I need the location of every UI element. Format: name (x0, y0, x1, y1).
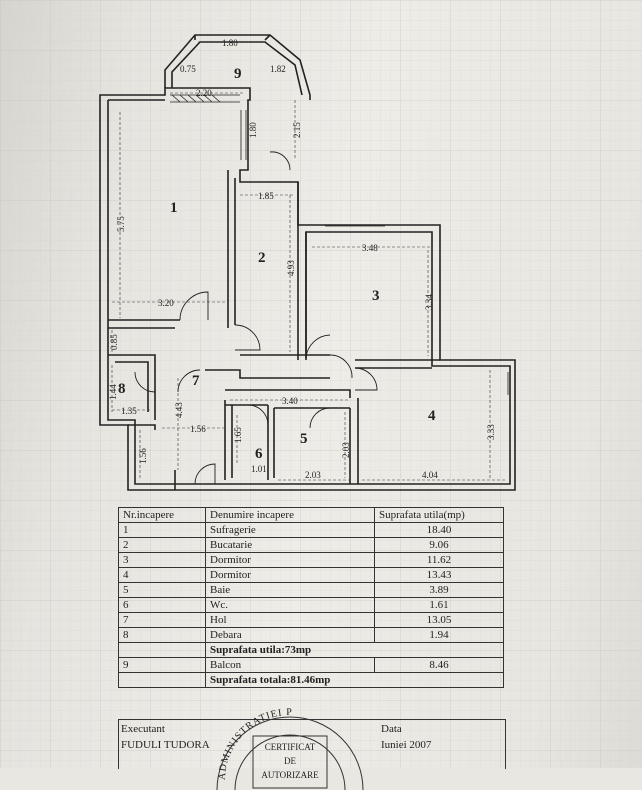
dim-label: 0.85 (109, 334, 119, 350)
dim-label: 1.56 (138, 448, 148, 464)
room-label-9: 9 (234, 66, 242, 82)
dim-label: 3.40 (282, 396, 298, 406)
cell-nr: 5 (118, 582, 206, 598)
cell-name: Hol (205, 612, 375, 628)
dim-label: 1.80 (222, 38, 238, 48)
dim-label: 1.85 (258, 191, 274, 201)
cell-area: 8.46 (374, 657, 504, 673)
header-area: Suprafata utila(mp) (374, 507, 504, 523)
cell-area: 13.43 (374, 567, 504, 583)
room-label-1: 1 (170, 200, 178, 216)
date-label: Data (381, 723, 402, 735)
table-header-row: Nr.incapere Denumire incapere Suprafata … (118, 507, 504, 523)
room-label-7: 7 (192, 373, 200, 389)
dim-label: 4.93 (286, 260, 296, 276)
grand-total-row: Suprafata totala:81.46mp (118, 672, 504, 688)
dim-label: 1.44 (108, 384, 118, 400)
table-row: 4 Dormitor 13.43 (118, 567, 504, 583)
dim-label: 4.43 (174, 402, 184, 418)
signature-block: Executant FUDULI TUDORA Data Iuniei 2007 (118, 719, 506, 769)
cell-nr: 2 (118, 537, 206, 553)
cell-name: Balcon (205, 657, 375, 673)
cell-name: Sufragerie (205, 522, 375, 538)
dim-label: 2.15 (292, 122, 302, 138)
table-row: 1 Sufragerie 18.40 (118, 522, 504, 538)
room-label-2: 2 (258, 250, 266, 266)
cell-area: 1.61 (374, 597, 504, 613)
useful-total: Suprafata utila:73mp (205, 642, 504, 658)
cell-name: Dormitor (205, 552, 375, 568)
dim-label: 1.82 (270, 64, 286, 74)
cell-nr: 3 (118, 552, 206, 568)
cell-area: 18.40 (374, 522, 504, 538)
cell-name: Bucatarie (205, 537, 375, 553)
table-row: 8 Debara 1.94 (118, 627, 504, 643)
dim-label: 2.03 (341, 442, 351, 458)
cell-nr: 8 (118, 627, 206, 643)
floor-plan: 1 2 3 4 5 6 7 8 9 1.80 0.75 1.82 2.20 1.… (99, 34, 516, 491)
authorization-stamp: ADMINISTRATIEI P CERTIFICAT DE AUTORIZAR… (216, 707, 364, 790)
cell-area: 9.06 (374, 537, 504, 553)
cell-area: 11.62 (374, 552, 504, 568)
outer-wall (99, 87, 516, 491)
cell-nr: 6 (118, 597, 206, 613)
dim-label: 2.20 (196, 88, 212, 98)
stamp-line-2: DE (284, 756, 296, 766)
cell-name: Debara (205, 627, 375, 643)
room-label-6: 6 (255, 446, 263, 462)
executant-label: Executant (121, 723, 165, 735)
cell-name: Baie (205, 582, 375, 598)
header-nr: Nr.incapere (118, 507, 206, 523)
dim-label: 1.56 (190, 424, 206, 434)
dim-label: 1.01 (251, 464, 267, 474)
dim-label: 3.48 (362, 243, 378, 253)
room-label-3: 3 (372, 288, 380, 304)
stamp-line-3: AUTORIZARE (261, 770, 319, 780)
grand-total: Suprafata totala:81.46mp (205, 672, 504, 688)
table-row: 7 Hol 13.05 (118, 612, 504, 628)
cell-name: Dormitor (205, 567, 375, 583)
balcony-row: 9 Balcon 8.46 (118, 657, 504, 673)
table-row: 2 Bucatarie 9.06 (118, 537, 504, 553)
rooms-table: Nr.incapere Denumire incapere Suprafata … (118, 507, 504, 688)
cell-area: 3.89 (374, 582, 504, 598)
dim-label: 4.04 (422, 470, 438, 480)
dim-label: 1.35 (121, 406, 137, 416)
table-row: 3 Dormitor 11.62 (118, 552, 504, 568)
cell-area: 1.94 (374, 627, 504, 643)
dim-label: 3.20 (158, 298, 174, 308)
room-label-4: 4 (428, 408, 436, 424)
date-value: Iuniei 2007 (381, 739, 432, 751)
room-label-8: 8 (118, 381, 126, 397)
cell-nr: 1 (118, 522, 206, 538)
dim-label: 1.80 (248, 122, 258, 138)
dim-label: 2.03 (305, 470, 321, 480)
cell-nr: 4 (118, 567, 206, 583)
cell-name: Wc. (205, 597, 375, 613)
stamp-line-1: CERTIFICAT (265, 742, 316, 752)
dim-label: 1.65 (233, 427, 243, 443)
dim-label: 0.75 (180, 64, 196, 74)
header-name: Denumire incapere (205, 507, 375, 523)
executant-name: FUDULI TUDORA (121, 739, 210, 751)
cell-nr: 9 (118, 657, 206, 673)
dim-label: 3.33 (486, 424, 496, 440)
table-row: 6 Wc. 1.61 (118, 597, 504, 613)
table-row: 5 Baie 3.89 (118, 582, 504, 598)
dim-label: 5.75 (116, 216, 126, 232)
balcony-outline (164, 34, 311, 100)
useful-total-row: Suprafata utila:73mp (118, 642, 504, 658)
dim-label: 3.34 (424, 294, 434, 310)
cell-area: 13.05 (374, 612, 504, 628)
cell-nr: 7 (118, 612, 206, 628)
room-label-5: 5 (300, 431, 308, 447)
